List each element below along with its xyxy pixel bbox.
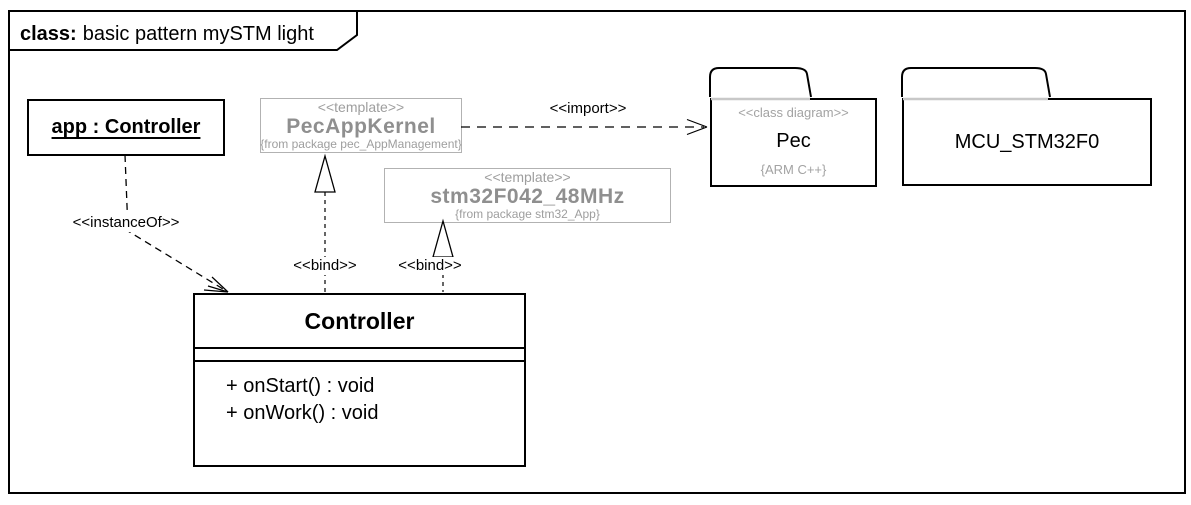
controller-attributes-compartment — [195, 349, 524, 362]
stm32-template-stereotype: <<template>> — [484, 169, 571, 185]
node-stm32-template[interactable]: <<template>> stm32F042_48MHz {from packa… — [384, 168, 671, 223]
node-pec-app-kernel[interactable]: <<template>> PecAppKernel {from package … — [260, 98, 462, 153]
import-edge-label: <<import>> — [538, 100, 638, 118]
stm32-template-from-package: {from package stm32_App} — [455, 207, 600, 221]
controller-class-name: Controller — [195, 295, 524, 349]
node-controller-class[interactable]: Controller + onStart() : void + onWork()… — [193, 293, 526, 467]
controller-operation: + onWork() : void — [226, 402, 379, 424]
bind-right-edge-label: <<bind>> — [397, 257, 463, 275]
app-instance-label: app : Controller — [51, 116, 201, 138]
pec-package-name: Pec — [776, 130, 811, 152]
pec-app-kernel-from-package: {from package pec_AppManagement} — [260, 137, 462, 151]
pec-package-tagged-value: {ARM C++} — [760, 162, 827, 177]
node-app-instance[interactable]: app : Controller — [27, 99, 225, 156]
node-mcu-package[interactable]: MCU_STM32F0 — [902, 98, 1152, 186]
frame-title-keyword: class: — [20, 23, 77, 45]
controller-operations-compartment: + onStart() : void + onWork() : void — [195, 362, 524, 465]
instanceof-edge-label: <<instanceOf>> — [68, 214, 184, 232]
pec-app-kernel-stereotype: <<template>> — [317, 99, 405, 115]
node-pec-package[interactable]: <<class diagram>> Pec {ARM C++} — [710, 98, 877, 187]
bind-left-edge-label: <<bind>> — [292, 257, 358, 275]
pec-package-stereotype: <<class diagram>> — [738, 105, 849, 120]
stm32-template-name: stm32F042_48MHz — [430, 185, 625, 208]
controller-operation: + onStart() : void — [226, 375, 375, 397]
diagram-frame — [8, 10, 1186, 494]
frame-title-name: basic pattern mySTM light — [82, 23, 314, 45]
frame-title: class:basic pattern mySTM light — [20, 21, 314, 47]
pec-app-kernel-name: PecAppKernel — [286, 115, 436, 138]
mcu-package-name: MCU_STM32F0 — [954, 130, 1100, 153]
